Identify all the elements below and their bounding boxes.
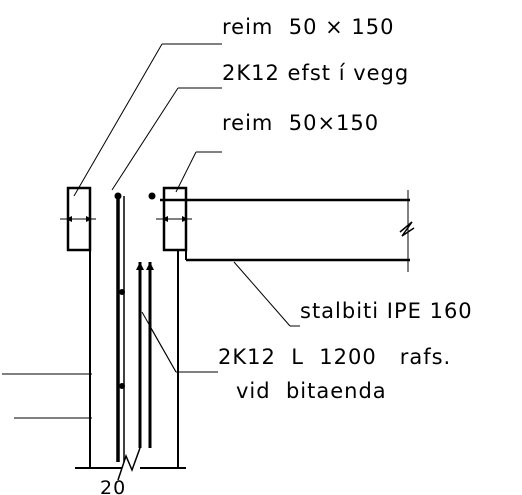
label-rebar-end-line1: 2K12 L 1200 rafs.: [218, 345, 451, 369]
label-reim-second: reim 50×150: [222, 111, 379, 135]
label-reim-top: reim 50 × 150: [222, 15, 394, 39]
stirrup-marks: [2, 289, 125, 419]
leader-lines: [73, 43, 300, 373]
label-dimension: 20: [100, 477, 126, 495]
steel-beam-ipe160: [160, 190, 415, 272]
label-rebar-end-line2: vid bitaenda: [236, 379, 387, 403]
rebar-beam-end-2k12: [136, 262, 154, 448]
label-steel-beam: stalbiti IPE 160: [300, 299, 473, 323]
reim-left: [60, 186, 96, 252]
label-rebar-top: 2K12 efst í vegg: [222, 61, 409, 85]
concrete-wall: [75, 188, 186, 481]
rebar-top-2k12: [114, 192, 156, 462]
